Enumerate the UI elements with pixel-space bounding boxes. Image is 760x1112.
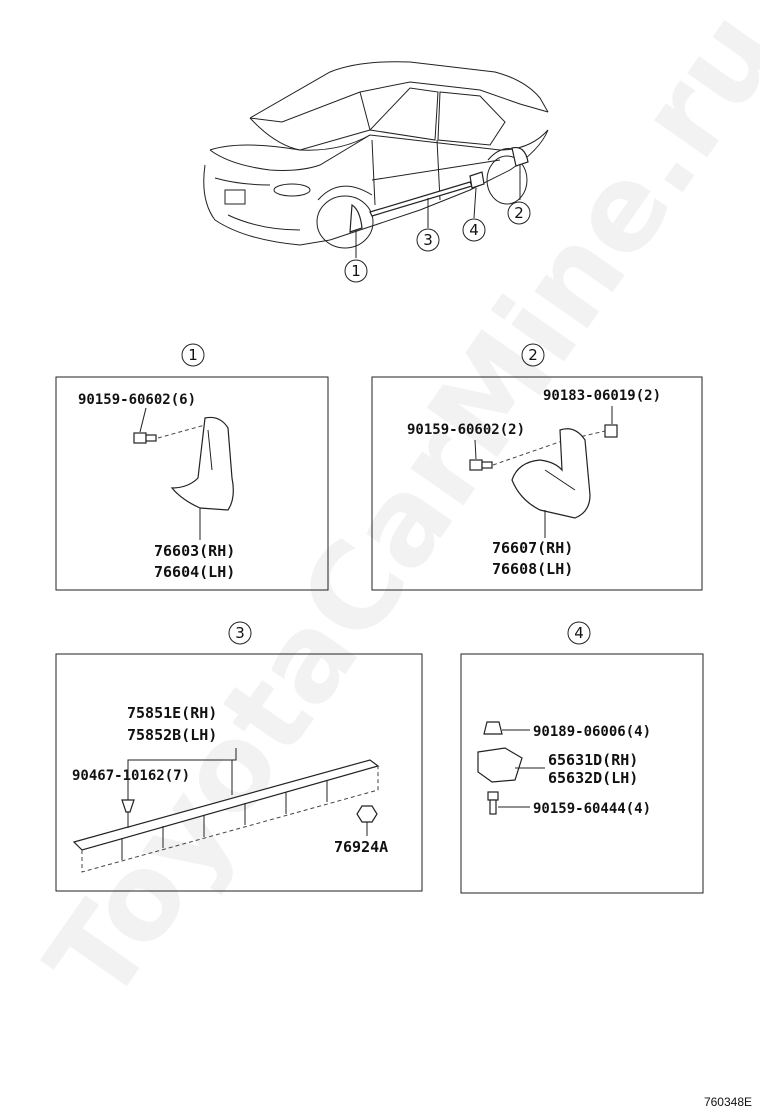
drawing-code: 760348E xyxy=(704,1095,752,1109)
callout-label: 4 xyxy=(469,221,479,239)
part-label[interactable]: 65631D(RH) xyxy=(548,751,638,769)
panel-frame xyxy=(55,376,329,591)
part-label[interactable]: 90159-60602(2) xyxy=(407,422,525,438)
panel-callout-circle xyxy=(567,621,591,645)
screw-icon xyxy=(487,791,530,815)
part-label[interactable]: 75852B(LH) xyxy=(127,726,217,744)
part-label[interactable]: 76608(LH) xyxy=(492,560,573,578)
panel-frame xyxy=(55,653,423,892)
part-label[interactable]: 76603(RH) xyxy=(154,542,235,560)
panel-callout: 4 xyxy=(574,624,584,642)
panel-callout: 2 xyxy=(528,346,538,364)
clip-icon xyxy=(121,799,135,828)
mudguard-rear-icon xyxy=(511,428,591,519)
bolt-icon xyxy=(133,432,157,444)
part-label[interactable]: 90159-60602(6) xyxy=(78,392,196,408)
panel-callout: 3 xyxy=(235,624,245,642)
panel-3: 3 75851E(RH) 75852B(LH) 90467-10162(7) 7… xyxy=(55,621,423,892)
part-label[interactable]: 65632D(LH) xyxy=(548,769,638,787)
callout-label: 2 xyxy=(514,204,524,222)
nut-icon xyxy=(356,805,378,836)
part-label[interactable]: 76604(LH) xyxy=(154,563,235,581)
panel-4: 4 90189-06006(4) 65631D(RH) 65632D(LH) 9… xyxy=(460,621,704,894)
panel-frame xyxy=(371,376,703,591)
part-label[interactable]: 90467-10162(7) xyxy=(72,768,190,784)
overview-callout-1: 1 xyxy=(344,259,368,283)
overview-callout-4: 4 xyxy=(462,218,486,242)
part-label[interactable]: 90189-06006(4) xyxy=(533,724,651,740)
panel-callout-circle xyxy=(228,621,252,645)
overview-callout-2: 2 xyxy=(507,201,531,225)
part-label[interactable]: 76924A xyxy=(334,838,388,856)
part-label[interactable]: 90183-06019(2) xyxy=(543,388,661,404)
part-label[interactable]: 75851E(RH) xyxy=(127,704,217,722)
overview-callout-3: 3 xyxy=(416,228,440,252)
clip-icon xyxy=(483,721,530,735)
panel-callout-circle xyxy=(181,343,205,367)
panel-callout: 1 xyxy=(188,346,198,364)
car-overview xyxy=(203,61,549,258)
panel-2: 2 90183-06019(2) 90159-60602(2) 76607(RH… xyxy=(371,343,703,591)
callout-label: 1 xyxy=(351,262,361,280)
callout-label: 3 xyxy=(423,231,433,249)
part-label[interactable]: 90159-60444(4) xyxy=(533,801,651,817)
panel-frame xyxy=(460,653,704,894)
clip-icon xyxy=(604,424,618,438)
panel-1: 1 90159-60602(6) 76603(RH) 76604(LH) xyxy=(55,343,329,591)
bracket-icon xyxy=(477,747,523,783)
watermark: ToyotaCarMine.ru xyxy=(20,0,760,1026)
mudguard-front-icon xyxy=(170,416,234,511)
part-label[interactable]: 76607(RH) xyxy=(492,539,573,557)
panel-callout-circle xyxy=(521,343,545,367)
bolt-icon xyxy=(469,459,493,471)
